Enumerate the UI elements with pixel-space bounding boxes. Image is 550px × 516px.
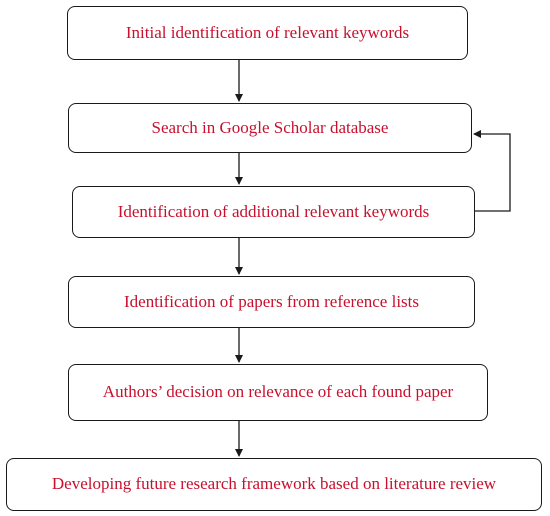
step-label: Developing future research framework bas… [51,474,497,494]
step-google-scholar-search: Search in Google Scholar database [68,103,472,153]
step-research-framework: Developing future research framework bas… [6,458,542,511]
step-label: Search in Google Scholar database [151,117,389,137]
step-label: Identification of additional relevant ke… [117,201,430,221]
feedback-loop-arrow [473,130,511,212]
step-label: Initial identification of relevant keywo… [125,22,410,42]
step-label: Identification of papers from reference … [123,291,419,311]
step-relevance-decision: Authors’ decision on relevance of each f… [68,364,488,421]
step-initial-keywords: Initial identification of relevant keywo… [67,6,468,60]
step-reference-lists: Identification of papers from reference … [68,276,475,328]
step-additional-keywords: Identification of additional relevant ke… [72,186,475,238]
step-label: Authors’ decision on relevance of each f… [102,382,454,402]
